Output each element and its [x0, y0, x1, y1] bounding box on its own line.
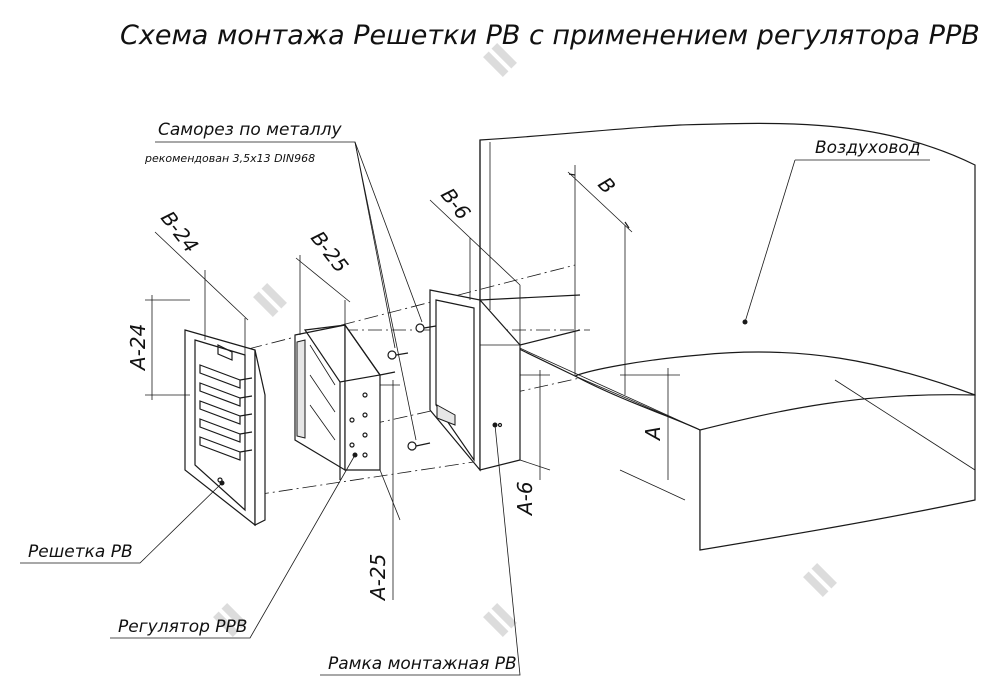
duct-dimension-a: A: [619, 368, 686, 501]
label-screw-note: рекомендован 3,5х13 DIN968: [144, 152, 315, 165]
screw-1: [415, 323, 437, 333]
label-frame: Рамка монтажная РВ: [328, 654, 517, 674]
frame-dimension-a6: A-6: [513, 370, 551, 517]
screws: [387, 323, 437, 451]
dim-label-a24: A-24: [126, 324, 150, 372]
label-grille: Решетка РВ: [28, 542, 133, 562]
grille-dimension-a24: A-24: [126, 295, 190, 400]
dim-label-a: A: [641, 426, 665, 442]
grille-dimension-b24: B-24: [154, 206, 249, 355]
air-duct: [479, 122, 976, 551]
label-regulator: Регулятор РРВ: [118, 617, 247, 637]
dim-label-a6: A-6: [513, 481, 537, 517]
grille-louvers: [199, 364, 241, 461]
label-duct: Воздуховод: [815, 138, 921, 158]
label-screw: Саморез по металлу: [158, 120, 342, 140]
diagram-title: Схема монтажа Решетки РВ с применением р…: [120, 20, 980, 51]
dim-label-b25: B-25: [306, 226, 353, 277]
screw-2: [387, 350, 409, 360]
regulator-rivets: [349, 392, 368, 458]
grille: [184, 329, 266, 527]
dim-label-b24: B-24: [156, 206, 203, 257]
dim-label-b6: B-6: [436, 183, 475, 224]
dim-label-a25: A-25: [366, 554, 390, 602]
regulator: [294, 323, 396, 480]
regulator-dimension-a25: A-25: [366, 380, 401, 602]
mounting-frame: [429, 289, 581, 472]
screw-3: [407, 441, 431, 451]
leader-lines: [20, 141, 930, 676]
regulator-dimension-b25: B-25: [295, 226, 353, 335]
